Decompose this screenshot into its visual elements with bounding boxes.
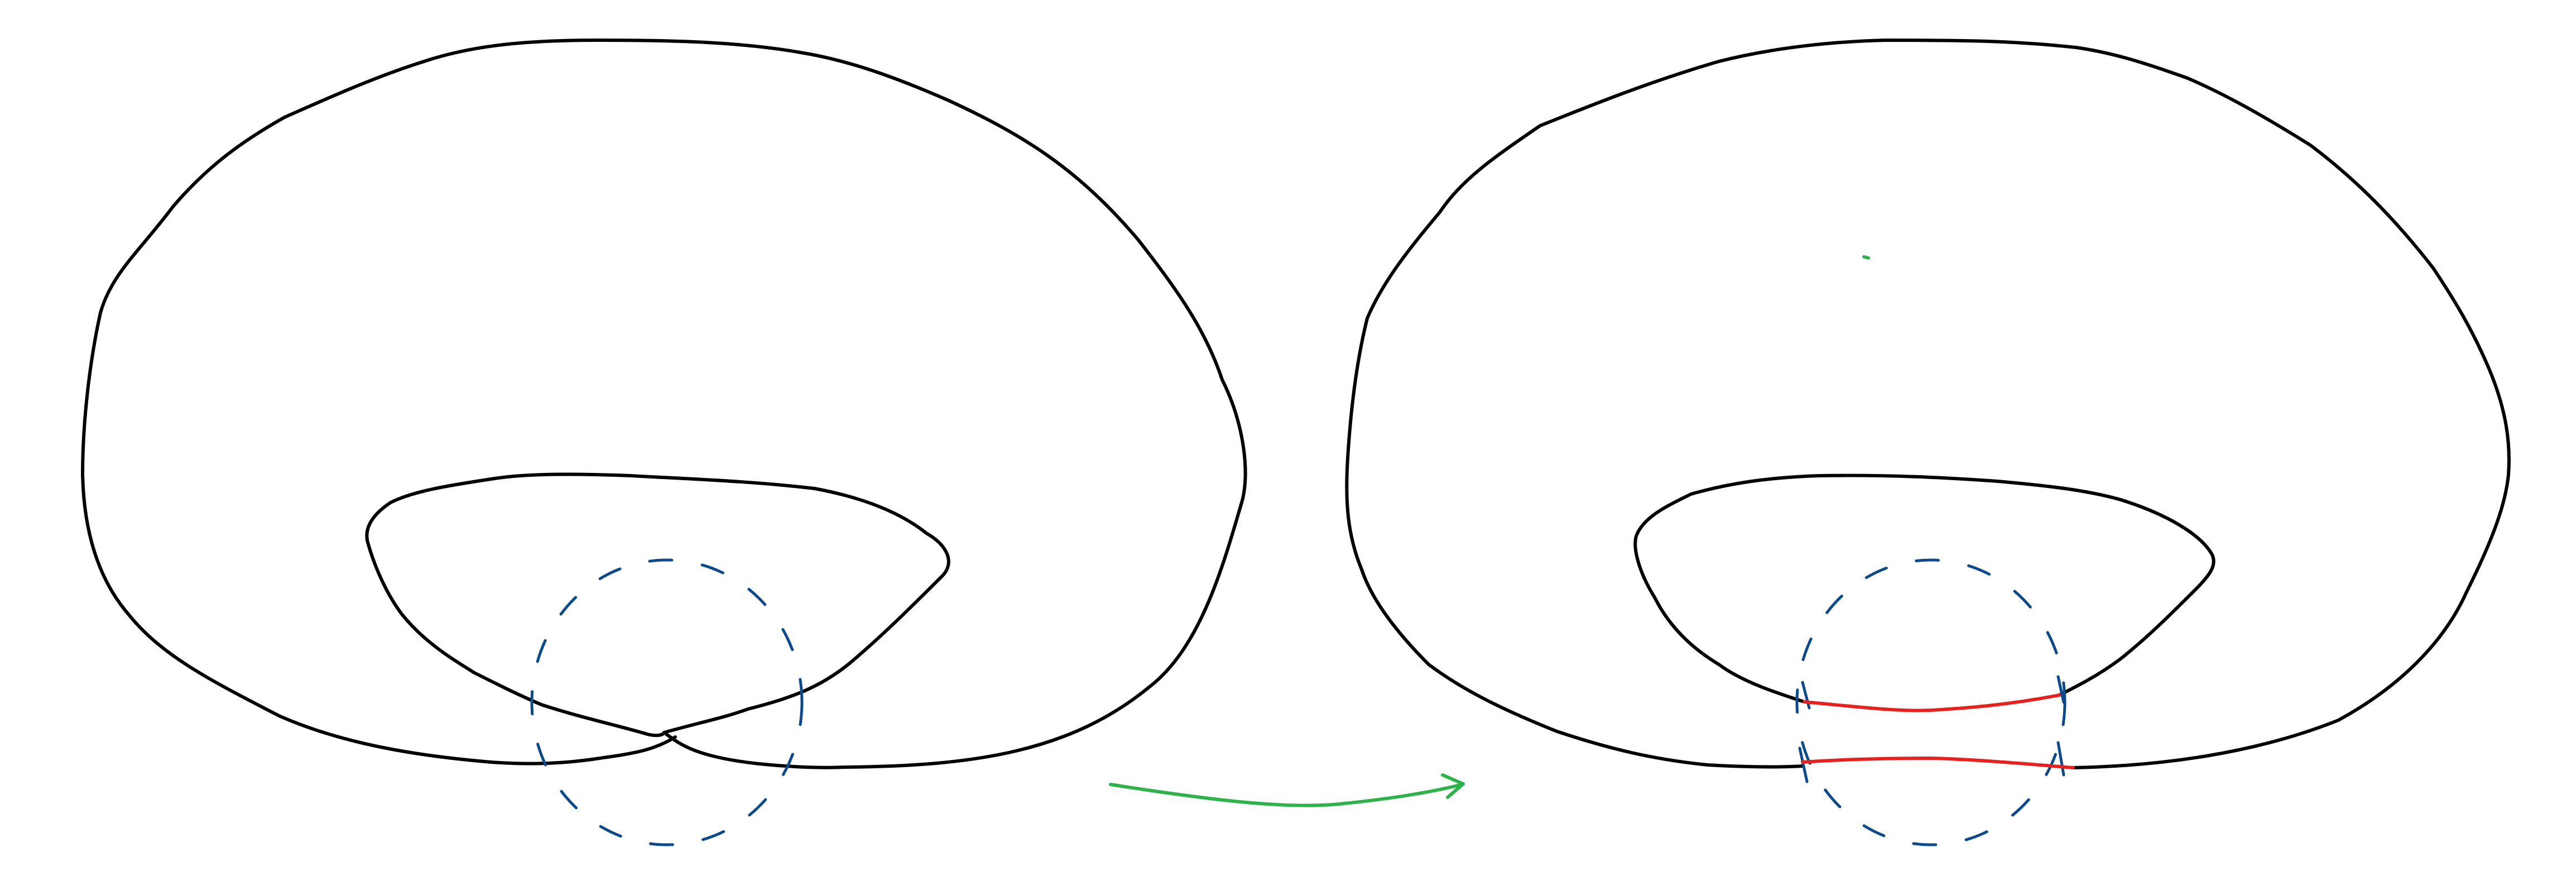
right-outer-loop: [1345, 39, 2511, 769]
right-red-segment-upper: [1803, 693, 2061, 712]
transition-arrow: [1109, 773, 1465, 807]
right-tick-upper-left: [1801, 681, 1811, 710]
right-tick-lower-right: [2056, 741, 2065, 777]
right-tick-upper-right: [2056, 675, 2065, 704]
right-red-segment-lower: [1801, 756, 2075, 769]
left-figure: [81, 39, 1247, 846]
right-figure: [1345, 39, 2511, 846]
left-inner-loop: [662, 731, 847, 769]
left-inner-loop-upper: [365, 472, 950, 738]
right-green-dot: [1862, 255, 1870, 260]
arrow-head-icon: [1441, 773, 1465, 799]
left-dashed-circle: [530, 558, 804, 846]
right-tick-lower-left: [1798, 746, 1809, 783]
left-outer-loop: [81, 39, 1247, 769]
arrow-shaft: [1109, 783, 1464, 807]
right-inner-loop: [1633, 473, 2215, 704]
